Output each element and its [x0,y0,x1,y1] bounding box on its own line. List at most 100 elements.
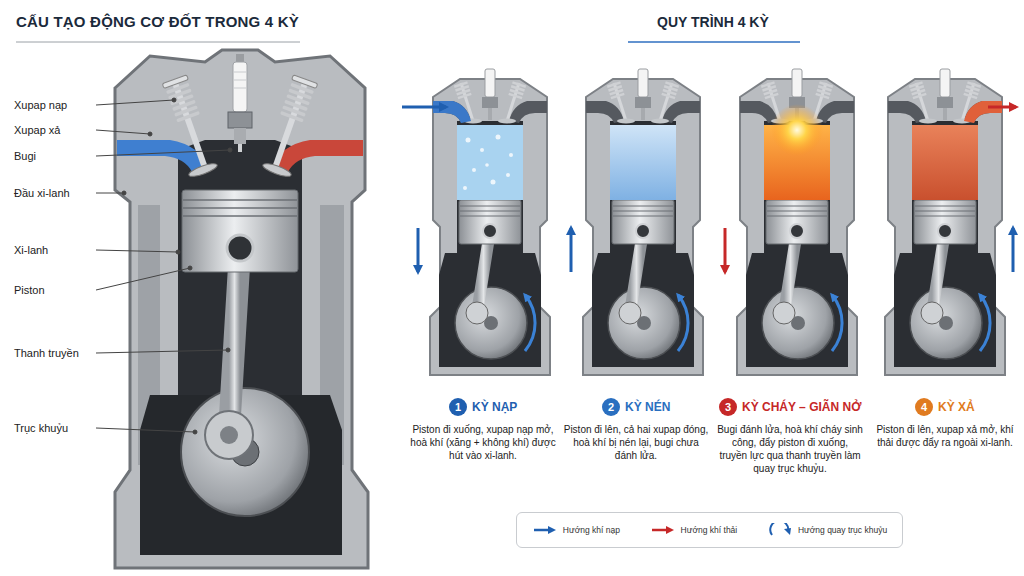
legend-item: Hướng khí thải [650,523,738,537]
leader-dot [226,348,230,352]
crankshaft [181,388,309,516]
step-description: Piston đi lên, xupap xả mở, khí thải đượ… [872,423,1018,449]
legend-text: Hướng khí nạp [563,525,620,535]
arrow-head [666,526,674,534]
leader-line [96,100,174,105]
leader-dot [188,266,192,270]
piston-pin [227,235,253,261]
piston-motion-arrow [724,228,727,272]
legend-item: Hướng quay trục khuỷu [767,523,887,537]
engine-cutaway [115,50,368,568]
fuel-bubbles [496,135,501,140]
stroke-step: 2KỲ NÉN [602,398,670,416]
part-label: Xi-lanh [14,244,48,256]
fuel-bubbles [480,148,484,152]
intake-flow-arrow [402,106,446,109]
fuel-bubbles [463,186,467,190]
fuel-bubbles [466,138,471,143]
arrow-sample [652,529,668,532]
legend-text: Hướng khí thải [681,525,738,535]
exhaust-gas [912,125,978,200]
leader-line [96,130,150,134]
leader-line [96,350,228,353]
leader-dot [172,98,176,102]
leader-line [96,268,190,290]
leader-line [96,428,195,432]
valve-spring [162,75,201,123]
step-title: KỲ CHÁY – GIÃN NỞ [742,400,861,414]
leader-lines [96,98,232,434]
rod-big-end [205,411,253,459]
stroke-panel [885,69,1005,375]
piston-motion-arrow [1012,228,1015,272]
part-label: Đầu xi-lanh [14,187,70,199]
legend-text: Hướng quay trục khuỷu [798,525,887,535]
valve-spring [176,111,200,122]
valve-head [262,161,293,179]
legend-sample [650,523,676,537]
stroke-panel-4 [885,69,1016,375]
crank-pin [220,426,238,444]
callout-number: 3 [719,398,737,416]
valve-head [188,161,219,179]
spark-plug [228,54,252,152]
stroke-panel [737,69,857,375]
spark-plug [238,144,242,152]
arrow-head [784,528,791,535]
heading-underline [16,42,300,43]
engine-housing [115,50,368,568]
step-description: Piston đi xuống, xupap nạp mở, hoà khí (… [410,423,556,462]
step-title: KỲ NÉN [625,400,670,414]
fuel-bubbles [506,173,510,177]
stroke-step: 4 KỲ XẢ [915,398,975,416]
valve-spring [279,75,318,123]
ignition-flash [771,104,823,156]
piston-ring [183,207,297,209]
piston-ring [183,215,297,217]
stroke-panel-2 [571,69,703,375]
intake-port-open [433,101,471,123]
legend-box: Hướng khí nạp Hướng khí thải Hướng quay tr… [516,512,903,548]
valve-spring [280,111,304,122]
step-title: KỲ XẢ [938,400,975,414]
leader-dot [176,250,180,254]
fuel-bubbles [491,180,496,185]
stroke-panel [430,69,550,375]
spark-plug [233,80,247,81]
spark-plug [233,88,247,89]
leader-dot [228,148,232,152]
arrow-sample [534,529,550,532]
stroke-panel-3 [725,69,857,375]
stroke-step: 1KỲ NẠP [449,398,517,416]
leader-dot [148,132,152,136]
legend-sample [767,523,793,537]
section-heading: QUY TRÌNH 4 KỲ [657,14,769,30]
part-label: Xupap xả [14,124,60,136]
spark-plug [233,62,247,112]
main-title: CẤU TẠO ĐỘNG CƠ ĐỐT TRONG 4 KỲ [16,13,299,30]
part-label: Bugi [14,150,36,162]
part-label: Trục khuỷu [14,422,68,434]
heading-underline [628,41,800,43]
leader-line [96,250,178,252]
step-description: Bugi đánh lửa, hoà khí cháy sinh công, đ… [717,423,863,475]
arrow-head [548,526,556,534]
piston-ring [183,199,297,201]
callout-number: 4 [915,398,933,416]
compressed-charge [610,125,676,200]
spark-plug [228,112,252,128]
stroke-panel [583,69,703,375]
part-label: Thanh truyền [14,347,79,359]
exhaust-port-open [964,101,1002,123]
piston [182,190,298,272]
spark-plug [234,128,246,144]
connecting-rod [229,250,240,432]
stroke-panel-1 [402,69,550,375]
piston-motion-arrow [417,228,420,272]
exhaust-flow-arrow [988,106,1016,109]
legend-item: Hướng khí nạp [532,523,620,537]
leader-line [96,193,124,194]
fuel-bubbles [463,135,513,191]
